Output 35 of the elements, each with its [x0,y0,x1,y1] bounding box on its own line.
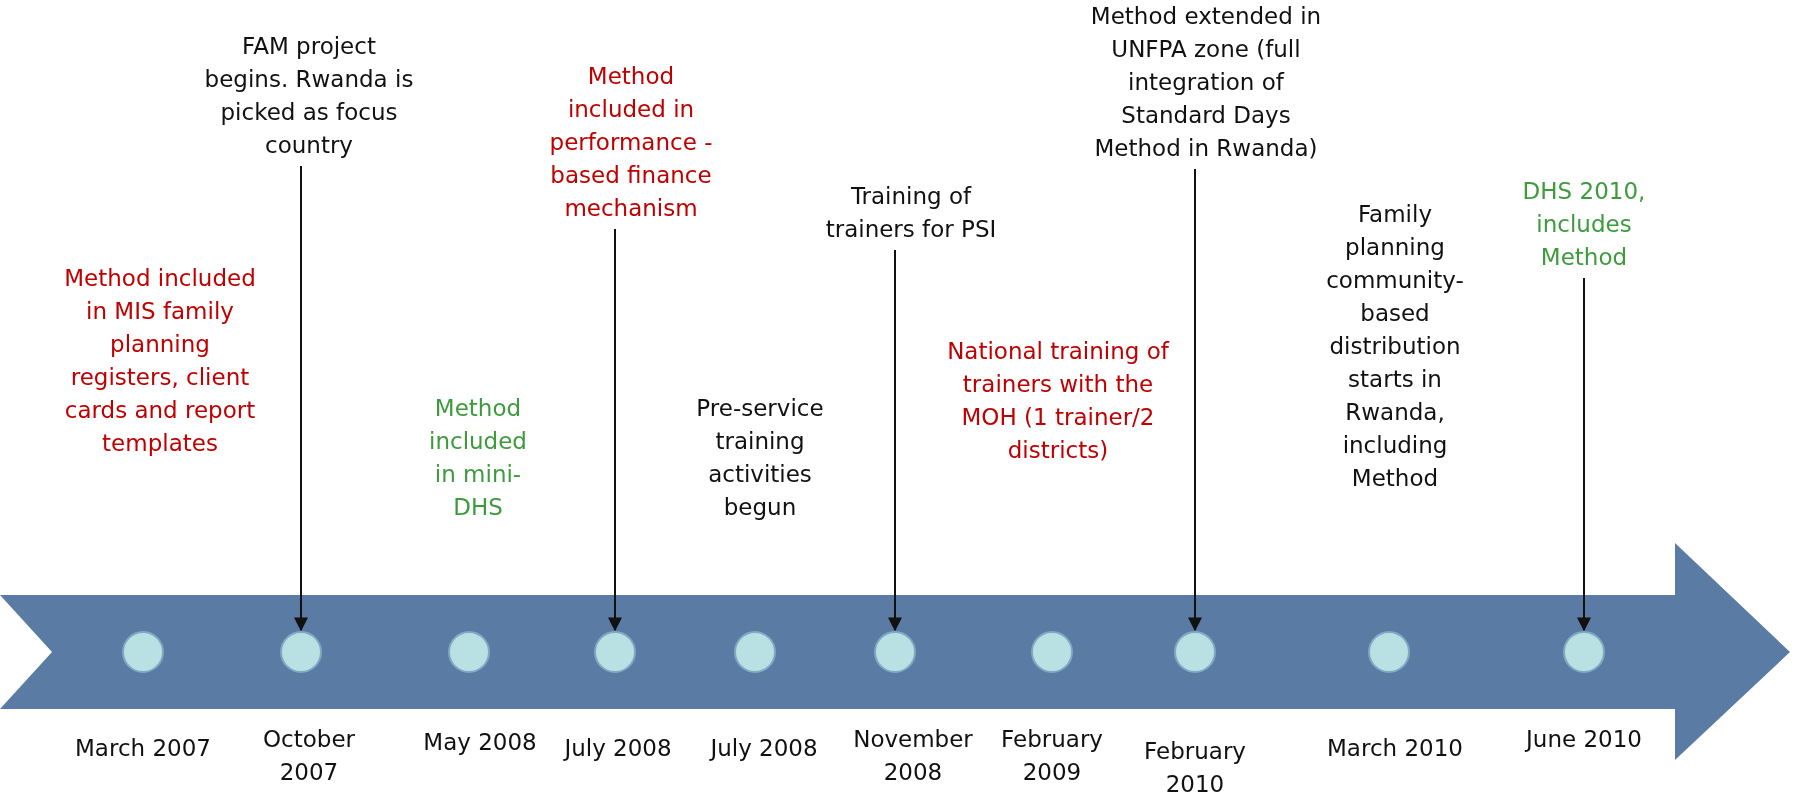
milestone-dot [447,630,491,674]
milestone-dot [1562,630,1606,674]
milestone-dot [1030,630,1074,674]
arrow [1188,168,1202,632]
event-text: Method extended in UNFPA zone (full integration of Standard Days Method in Rwanda) [1081,0,1331,165]
date-label: March 2007 [74,734,212,763]
date-label: July 2008 [708,734,819,763]
date-label: May 2008 [422,728,538,757]
arrow [1577,277,1591,632]
date-label: February 2009 [1000,725,1104,787]
event-text: Training of trainers for PSI [823,180,999,246]
milestone-dot [1173,630,1217,674]
milestone-dot [733,630,777,674]
event-text: DHS 2010, includes Method [1501,175,1667,274]
date-label: October 2007 [261,725,356,787]
date-label: November 2008 [852,725,974,787]
arrow [294,165,308,632]
event-text: Method included in mini- DHS [428,394,528,522]
milestone-dot [593,630,637,674]
milestone-dot [121,630,165,674]
event-text: Family planning community- based distribution starts in Rwanda, including Method [1325,200,1465,493]
date-label: June 2010 [1524,725,1643,754]
event-text: Method included in MIS family planning registers, client cards and report templates [63,264,257,458]
date-label: March 2010 [1326,734,1464,763]
event-text: National training of trainers with the MOH (1 trainer/2 districts) [946,337,1171,465]
milestone-dot [279,630,323,674]
arrow [888,249,902,632]
milestone-dot [1367,630,1411,674]
arrow [608,228,622,632]
date-label: July 2008 [562,734,673,763]
event-text: Method included in performance -based finance mechanism [543,60,719,225]
event-text: FAM project begins. Rwanda is picked as focus country [201,30,417,162]
event-text: Pre-service training activities begun [695,394,825,522]
date-label: February 2010 [1143,737,1247,799]
milestone-dot [873,630,917,674]
